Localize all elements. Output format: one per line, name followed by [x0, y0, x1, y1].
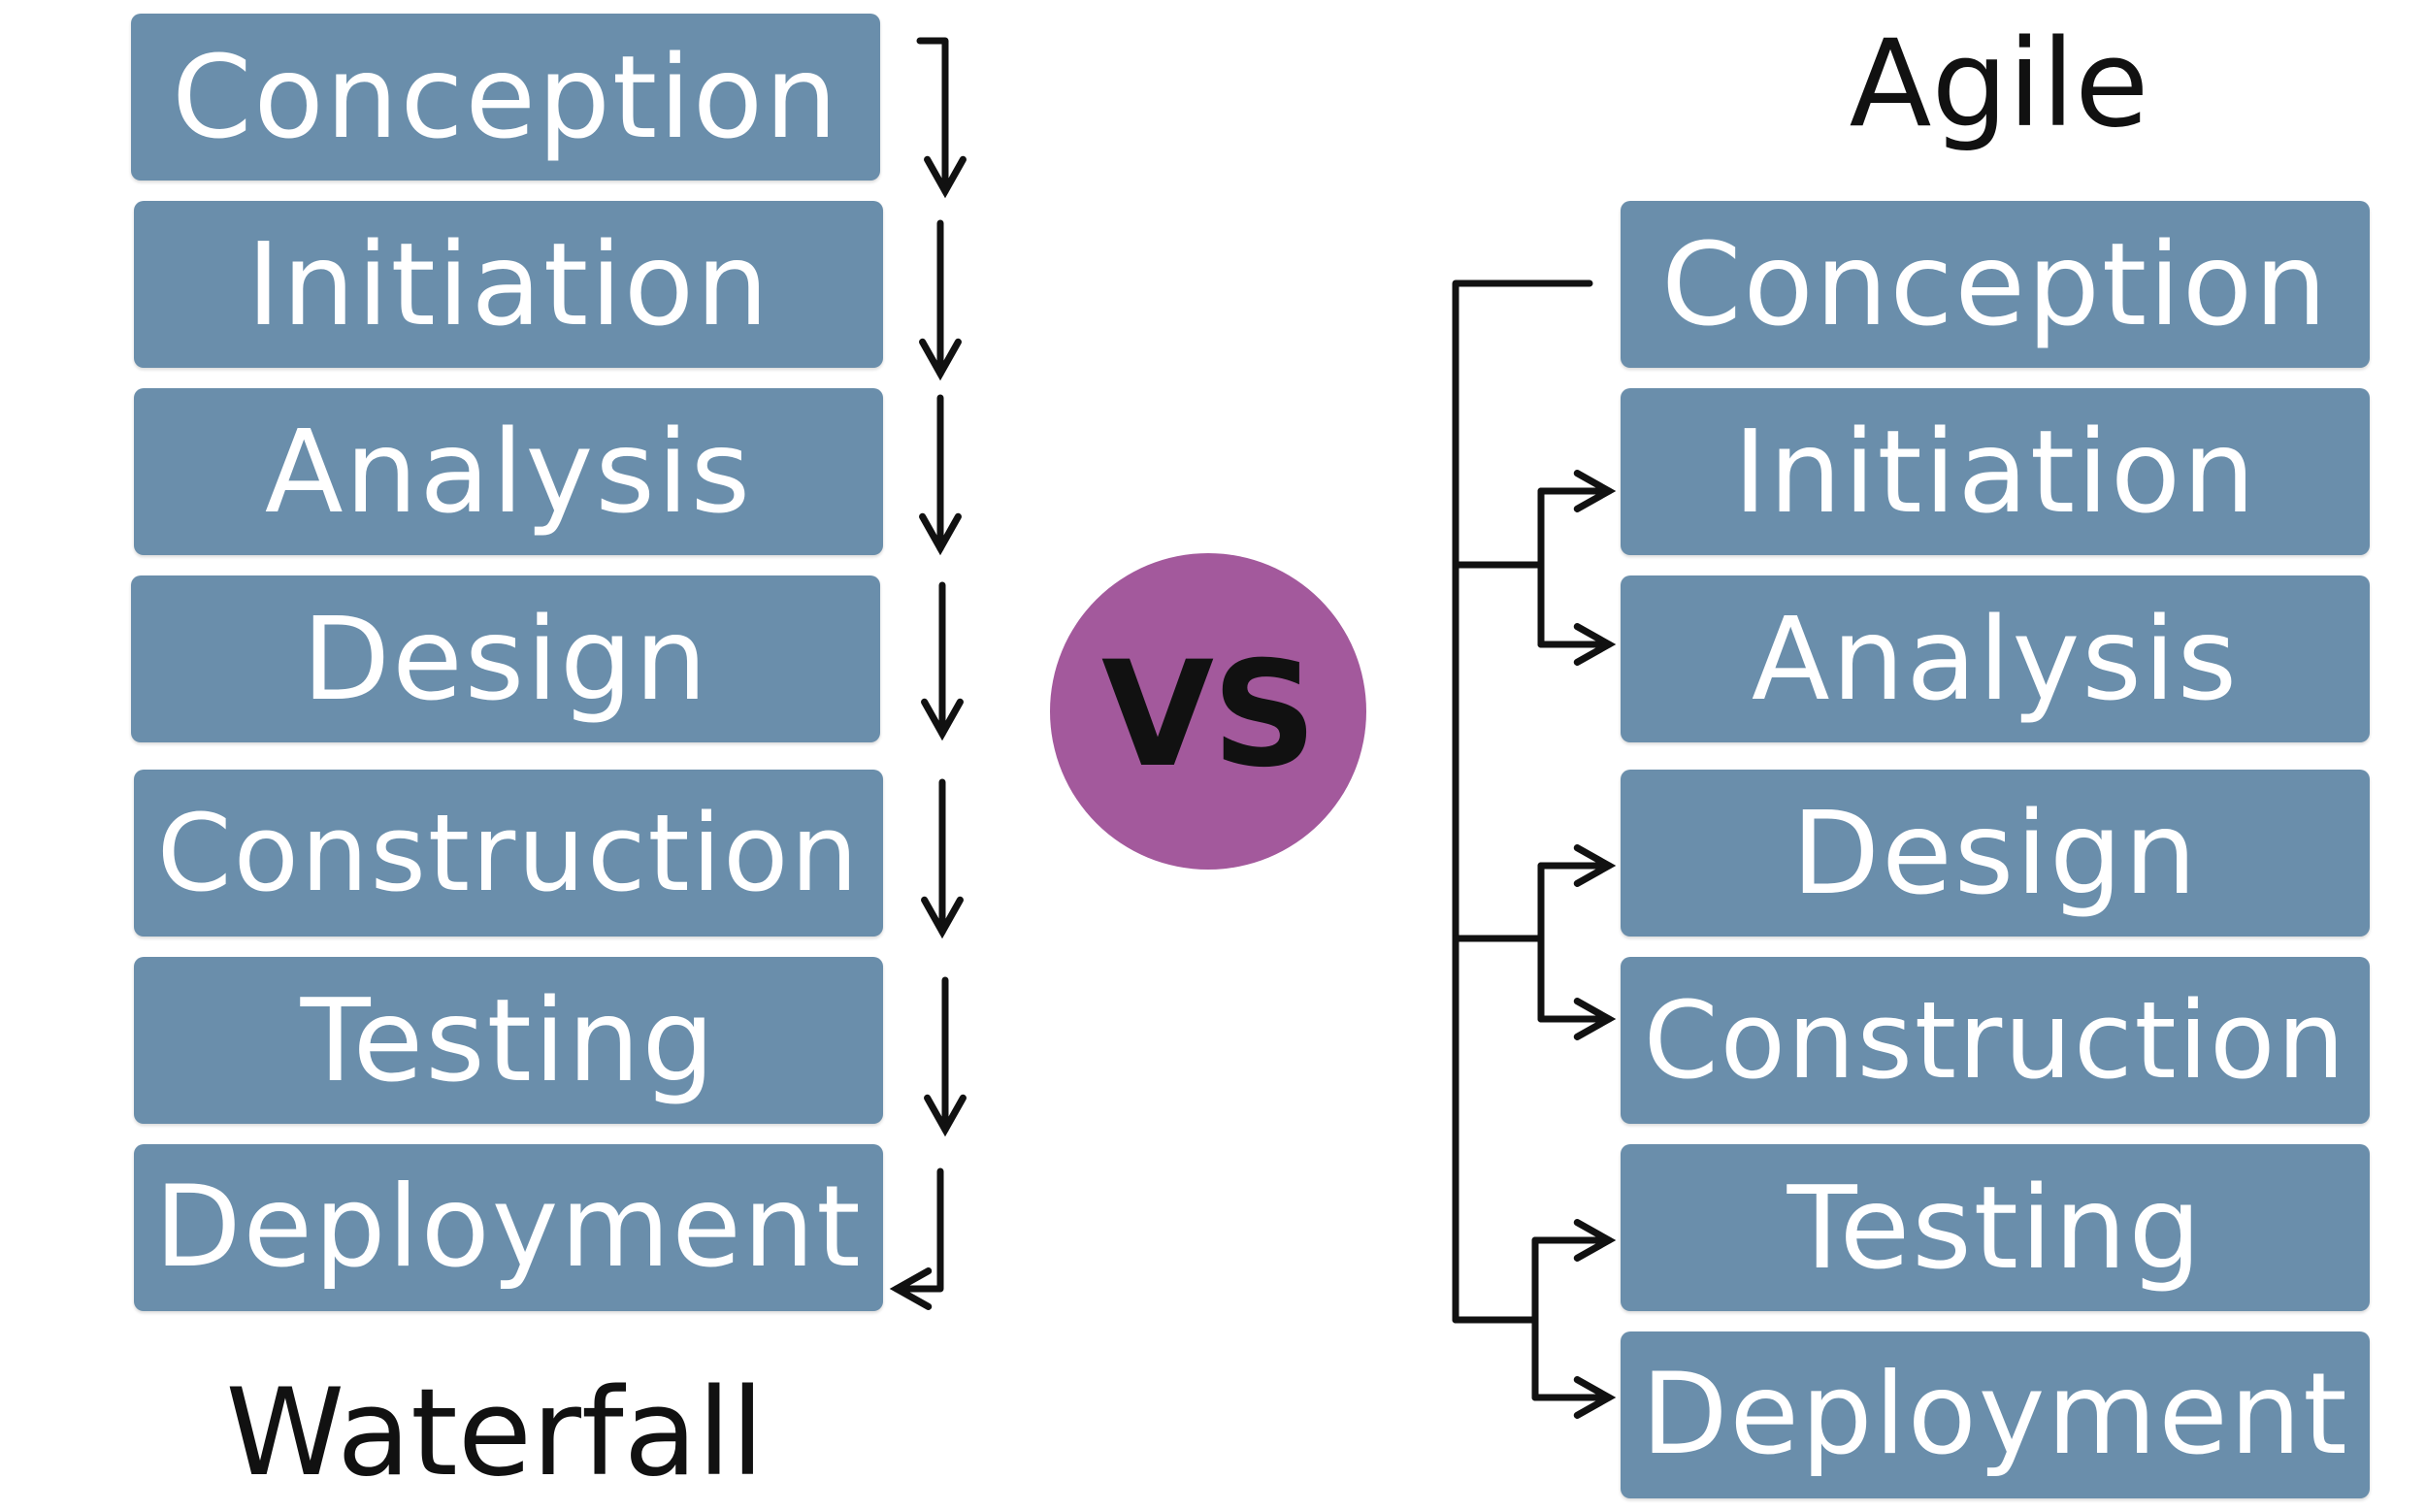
waterfall-step-analysis: Analysis — [134, 388, 883, 555]
agile-step-deployment: Deployment — [1621, 1331, 2370, 1498]
agile-step-label: Design — [1791, 786, 2199, 920]
agile-step-initiation: Initiation — [1621, 388, 2370, 555]
agile-step-analysis: Analysis — [1621, 575, 2370, 742]
agile-step-label: Construction — [1643, 978, 2347, 1102]
waterfall-step-deployment: Deployment — [134, 1144, 883, 1311]
waterfall-arrow-1 — [916, 37, 967, 199]
agile-step-testing: Testing — [1621, 1144, 2370, 1311]
agile-step-label: Conception — [1661, 217, 2329, 351]
agile-step-label: Deployment — [1641, 1349, 2349, 1480]
waterfall-step-design: Design — [131, 575, 880, 742]
waterfall-arrows — [889, 37, 967, 1310]
waterfall-step-label: Construction — [156, 791, 861, 915]
agile-title: Agile — [1849, 15, 2149, 154]
waterfall-step-testing: Testing — [134, 957, 883, 1124]
waterfall-title: Waterfall — [225, 1364, 765, 1503]
agile-step-construction: Construction — [1621, 957, 2370, 1124]
waterfall-arrow-7 — [889, 1167, 944, 1310]
agile-step-label: Testing — [1787, 1161, 2204, 1295]
waterfall-step-conception: Conception — [131, 14, 880, 181]
agile-step-design: Design — [1621, 770, 2370, 937]
agile-step-label: Analysis — [1751, 592, 2240, 726]
waterfall-step-label: Testing — [300, 973, 717, 1107]
waterfall-step-initiation: Initiation — [134, 201, 883, 368]
vs-badge: VS — [1050, 553, 1366, 870]
agile-step-label: Initiation — [1733, 405, 2257, 539]
waterfall-step-construction: Construction — [134, 770, 883, 937]
waterfall-step-label: Conception — [172, 30, 839, 164]
agile-connectors — [1452, 279, 1617, 1419]
waterfall-step-label: Analysis — [264, 405, 753, 539]
waterfall-step-label: Deployment — [154, 1162, 863, 1293]
agile-trunk — [1452, 279, 1593, 1324]
waterfall-step-label: Design — [302, 592, 709, 726]
waterfall-step-label: Initiation — [246, 217, 770, 351]
vs-label: VS — [1100, 631, 1317, 800]
agile-step-conception: Conception — [1621, 201, 2370, 368]
